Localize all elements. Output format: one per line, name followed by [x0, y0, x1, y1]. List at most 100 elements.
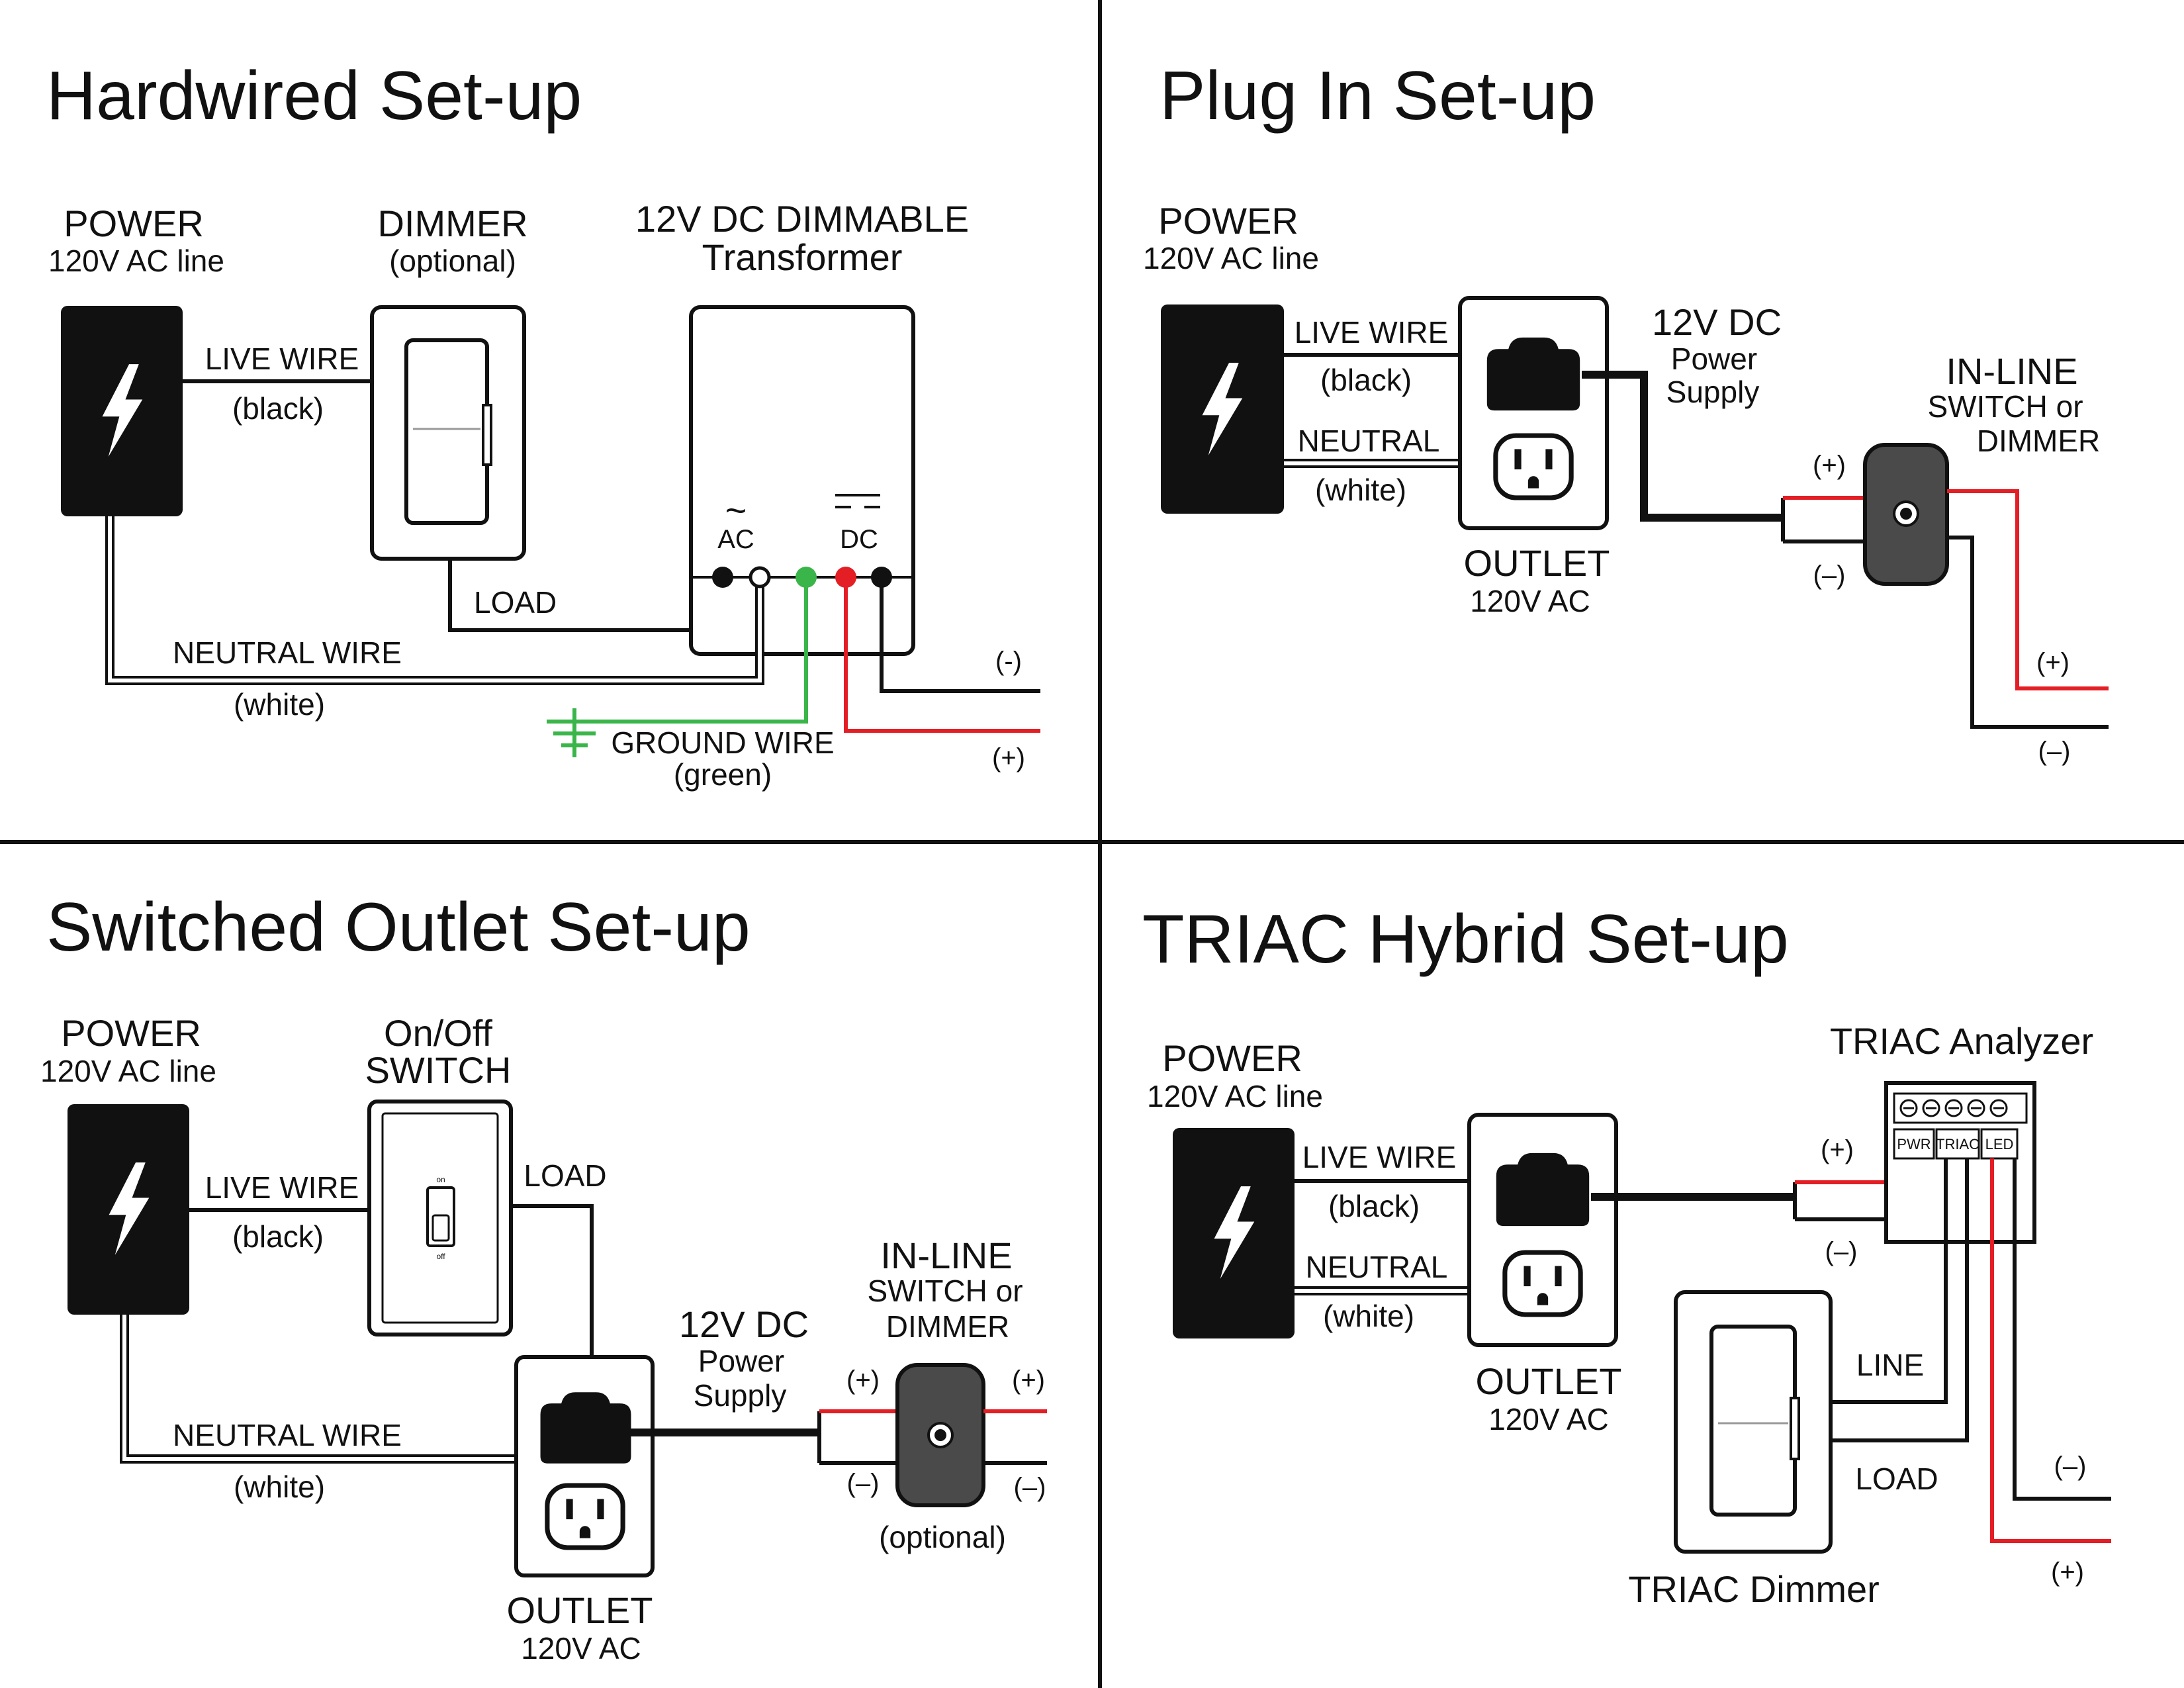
live-wire-color: (black)	[232, 1219, 324, 1254]
dimmer-slider-icon	[1790, 1397, 1800, 1460]
negative-out-label: (–)	[1014, 1473, 1046, 1502]
terminal-screws	[1899, 1099, 2008, 1117]
supply-label: Supply	[694, 1378, 787, 1413]
ground-wire-label: GROUND WIRE	[611, 726, 834, 760]
neutral-wire-core	[122, 1315, 516, 1461]
positive-output-wire	[1947, 489, 2109, 690]
negative-out-label: (–)	[2038, 737, 2071, 766]
outlet-label: OUTLET	[1476, 1360, 1622, 1402]
negative-label: (-)	[995, 647, 1022, 676]
inline-subtitle: SWITCH or	[1927, 389, 2083, 424]
power-subtitle: 120V AC line	[40, 1054, 216, 1088]
supply-label: 12V DC	[679, 1303, 809, 1345]
live-wire-color: (black)	[232, 391, 324, 426]
line-wire	[1831, 1158, 1948, 1404]
load-label: LOAD	[523, 1158, 606, 1193]
supply-label: 12V DC	[1652, 301, 1782, 343]
power-subtitle: 120V AC line	[1143, 241, 1319, 275]
terminal-triac-label: TRIAC	[1936, 1136, 1979, 1152]
inline-title: IN-LINE	[880, 1235, 1012, 1276]
live-wire-label: LIVE WIRE	[205, 1170, 359, 1205]
outlet-subtitle: 120V AC	[1488, 1402, 1609, 1436]
neutral-wire-color: (white)	[234, 687, 325, 722]
inline-subtitle: DIMMER	[1977, 424, 2101, 458]
panel-title: Hardwired Set-up	[46, 58, 582, 134]
positive-out-label: (+)	[1012, 1366, 1045, 1395]
panel-title: Switched Outlet Set-up	[46, 889, 751, 966]
outlet-receptacle-icon	[1505, 1252, 1580, 1315]
neutral-wire-label: NEUTRAL WIRE	[173, 635, 402, 670]
supply-label: Power	[1671, 342, 1757, 376]
outlet-label: OUTLET	[1464, 542, 1610, 584]
panel-title: Plug In Set-up	[1160, 58, 1596, 134]
switch-off-label: off	[436, 1252, 445, 1261]
load-wire	[1831, 1158, 1969, 1442]
power-title: POWER	[61, 1012, 201, 1054]
panel-title: TRIAC Hybrid Set-up	[1142, 901, 1789, 978]
live-wire-label: LIVE WIRE	[1302, 1140, 1457, 1174]
dimmer-slider-icon	[482, 404, 492, 466]
transformer-subtitle: Transformer	[702, 236, 903, 278]
neutral-label: NEUTRAL	[1298, 424, 1440, 458]
transformer-box	[689, 305, 915, 656]
positive-out-label: (+)	[2036, 648, 2070, 677]
negative-output-wire	[2013, 1158, 2111, 1501]
negative-in-label: (–)	[1813, 561, 1846, 590]
power-title: POWER	[1158, 200, 1298, 242]
ground-symbol-icon	[547, 708, 602, 757]
outlet-subtitle: 120V AC	[521, 1631, 641, 1665]
positive-in-label: (+)	[1813, 451, 1846, 480]
live-wire-color: (black)	[1328, 1189, 1420, 1223]
positive-label: (+)	[992, 743, 1025, 773]
panel-plugin: Plug In Set-up POWER 120V AC line LIVE W…	[1143, 58, 2109, 766]
analyzer-title: TRIAC Analyzer	[1830, 1020, 2093, 1062]
switch-title: SWITCH	[365, 1049, 512, 1091]
negative-output-wire	[880, 577, 1040, 693]
power-subtitle: 120V AC line	[1147, 1079, 1323, 1113]
ac-label: AC	[717, 525, 754, 554]
neutral-wire-color: (white)	[234, 1470, 325, 1504]
negative-in-label: (–)	[1825, 1237, 1858, 1266]
power-subtitle: 120V AC line	[48, 244, 224, 278]
power-title: POWER	[1162, 1037, 1302, 1079]
dimmer-subtitle: (optional)	[389, 244, 516, 278]
terminal-ac-neutral	[749, 566, 771, 588]
terminal-triac	[1935, 1128, 1980, 1160]
triac-dimmer-rocker	[1709, 1325, 1797, 1517]
knob-icon	[1893, 500, 1919, 527]
neutral-color: (white)	[1315, 473, 1406, 507]
knob-icon	[927, 1422, 954, 1448]
supply-label: Supply	[1666, 375, 1760, 409]
outlet-receptacle-icon	[547, 1485, 623, 1548]
positive-output-wire	[1990, 1158, 2111, 1543]
panel-triac: TRIAC Hybrid Set-up POWER 120V AC line L…	[1142, 901, 2111, 1610]
outlet-receptacle-icon	[1496, 436, 1571, 498]
supply-label: Power	[698, 1344, 784, 1378]
inline-subtitle: DIMMER	[886, 1309, 1010, 1344]
ground-wire-color: (green)	[674, 757, 772, 792]
dc-label: DC	[840, 525, 878, 554]
terminal-ac-live	[712, 567, 733, 588]
positive-in-label: (+)	[1821, 1135, 1854, 1164]
negative-in-label: (–)	[847, 1469, 880, 1498]
neutral-wire-label: NEUTRAL WIRE	[173, 1418, 402, 1452]
dimmer-title: DIMMER	[377, 203, 527, 244]
negative-output-wire	[1947, 536, 2109, 729]
positive-output-wire	[844, 577, 1040, 733]
terminal-dc-negative	[871, 567, 892, 588]
panel-hardwired: Hardwired Set-up POWER 120V AC line DIMM…	[46, 58, 1040, 792]
outlet-label: OUTLET	[507, 1589, 653, 1631]
optional-label: (optional)	[879, 1520, 1006, 1554]
negative-out-label: (–)	[2054, 1452, 2087, 1481]
toggle-switch-icon	[426, 1186, 455, 1247]
switch-on-label: on	[436, 1175, 445, 1184]
terminal-led-label: LED	[1985, 1136, 2014, 1152]
terminal-led	[1980, 1128, 2019, 1160]
live-wire-label: LIVE WIRE	[205, 342, 359, 376]
load-wire	[511, 1204, 594, 1357]
panel-switched: Switched Outlet Set-up POWER 120V AC lin…	[40, 889, 1047, 1665]
positive-out-label: (+)	[2051, 1558, 2084, 1587]
terminal-dc-positive	[835, 567, 856, 588]
power-title: POWER	[64, 203, 204, 244]
